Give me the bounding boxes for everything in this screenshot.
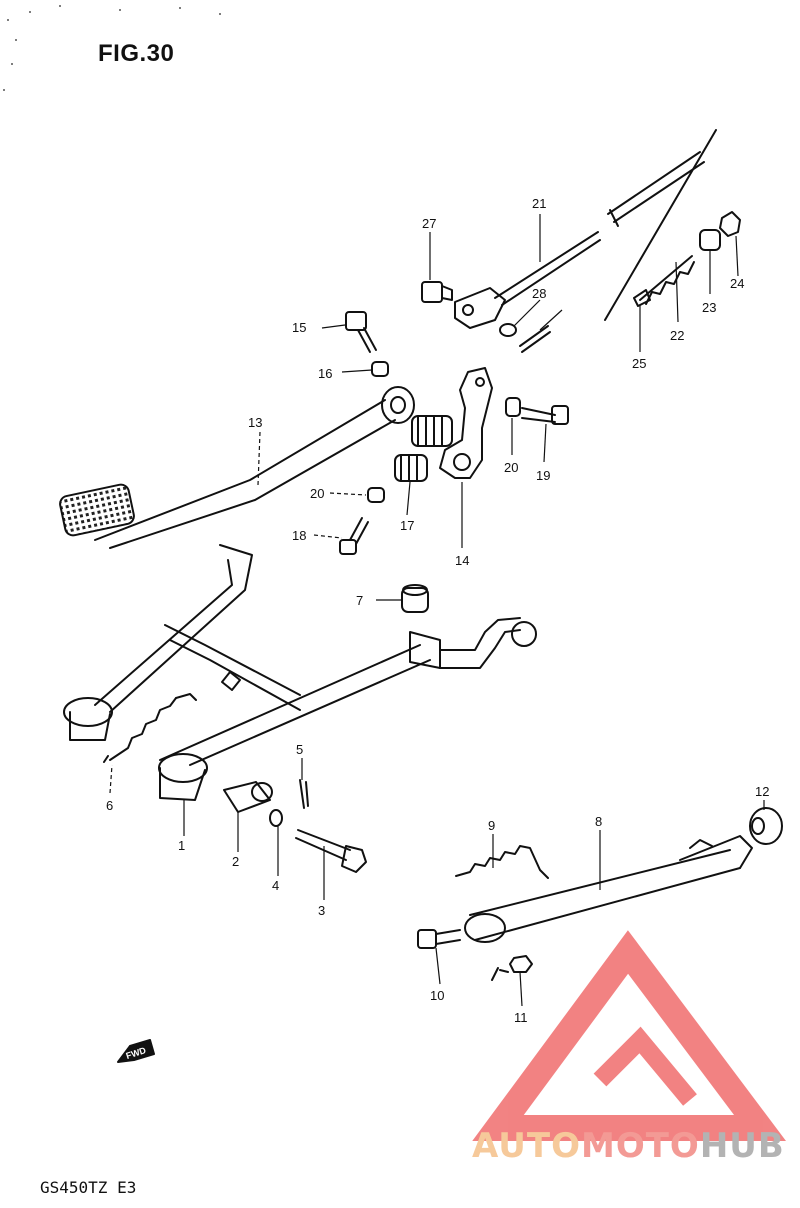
small-nut bbox=[367, 487, 385, 503]
side-stand-bolt bbox=[417, 929, 461, 949]
bracket-nut bbox=[505, 397, 521, 417]
stand-sleeve bbox=[223, 781, 273, 813]
callout-20a: 20 bbox=[310, 486, 324, 501]
callout-21: 21 bbox=[532, 196, 546, 211]
callout-18: 18 bbox=[292, 528, 306, 543]
callout-25: 25 bbox=[632, 356, 646, 371]
callout-7: 7 bbox=[356, 593, 363, 608]
callout-4: 4 bbox=[272, 878, 279, 893]
figure-title: FIG.30 bbox=[98, 40, 175, 67]
callout-13: 13 bbox=[248, 415, 262, 430]
center-stand bbox=[63, 544, 537, 801]
cotter-pin bbox=[519, 325, 551, 353]
callout-9: 9 bbox=[488, 818, 495, 833]
pivot-bolt bbox=[345, 311, 377, 353]
side-stand-nut bbox=[509, 955, 533, 973]
brake-switch-spring bbox=[604, 129, 741, 321]
pivot-bushing bbox=[394, 415, 453, 482]
scan-noise bbox=[3, 5, 221, 91]
callout-17: 17 bbox=[400, 518, 414, 533]
callout-11: 11 bbox=[514, 1010, 528, 1025]
watermark-moto: MOTO bbox=[580, 1126, 700, 1166]
pivot-nut bbox=[371, 361, 389, 377]
washer bbox=[499, 323, 517, 337]
callout-2: 2 bbox=[232, 854, 239, 869]
lever-bracket bbox=[439, 367, 493, 479]
callout-19: 19 bbox=[536, 468, 550, 483]
stand-cotter-pin bbox=[299, 779, 309, 809]
callout-24: 24 bbox=[730, 276, 744, 291]
leader-lines bbox=[109, 214, 765, 1007]
callout-5: 5 bbox=[296, 742, 303, 757]
model-code: GS450TZ E3 bbox=[40, 1178, 137, 1197]
brake-rod bbox=[454, 151, 705, 329]
watermark-logo bbox=[472, 930, 786, 1141]
watermark-auto: AUTO bbox=[472, 1126, 581, 1166]
callout-8: 8 bbox=[595, 814, 602, 829]
callout-6: 6 bbox=[106, 798, 113, 813]
callout-22: 22 bbox=[670, 328, 684, 343]
callout-23: 23 bbox=[702, 300, 716, 315]
callout-26: 27 bbox=[422, 216, 436, 231]
callout-15: 15 bbox=[292, 320, 306, 335]
callout-20b: 20 bbox=[504, 460, 518, 475]
callout-16: 16 bbox=[318, 366, 332, 381]
callout-12: 12 bbox=[755, 784, 769, 799]
callout-1: 1 bbox=[178, 838, 185, 853]
stand-spring bbox=[103, 693, 197, 763]
callout-labels: 15 16 13 20 18 17 14 19 20 21 27 28 22 2… bbox=[106, 196, 769, 1061]
small-bolt bbox=[339, 517, 369, 555]
fwd-arrow-icon bbox=[117, 1039, 155, 1063]
brake-pedal-arm bbox=[59, 386, 415, 549]
callout-27: 28 bbox=[532, 286, 546, 301]
watermark-text: AUTOMOTOHUB bbox=[472, 1126, 785, 1166]
callout-3: 3 bbox=[318, 903, 325, 918]
stand-washer bbox=[269, 809, 283, 827]
callout-10: 10 bbox=[430, 988, 444, 1003]
stand-bolt bbox=[295, 829, 367, 873]
stopper-cap bbox=[401, 584, 429, 613]
bracket-bolt bbox=[521, 405, 569, 425]
side-stand-spring bbox=[455, 845, 549, 879]
watermark-hub: HUB bbox=[699, 1126, 785, 1166]
callout-14: 14 bbox=[455, 553, 469, 568]
clevis-pin bbox=[421, 281, 453, 303]
side-stand-rubber bbox=[749, 807, 783, 845]
